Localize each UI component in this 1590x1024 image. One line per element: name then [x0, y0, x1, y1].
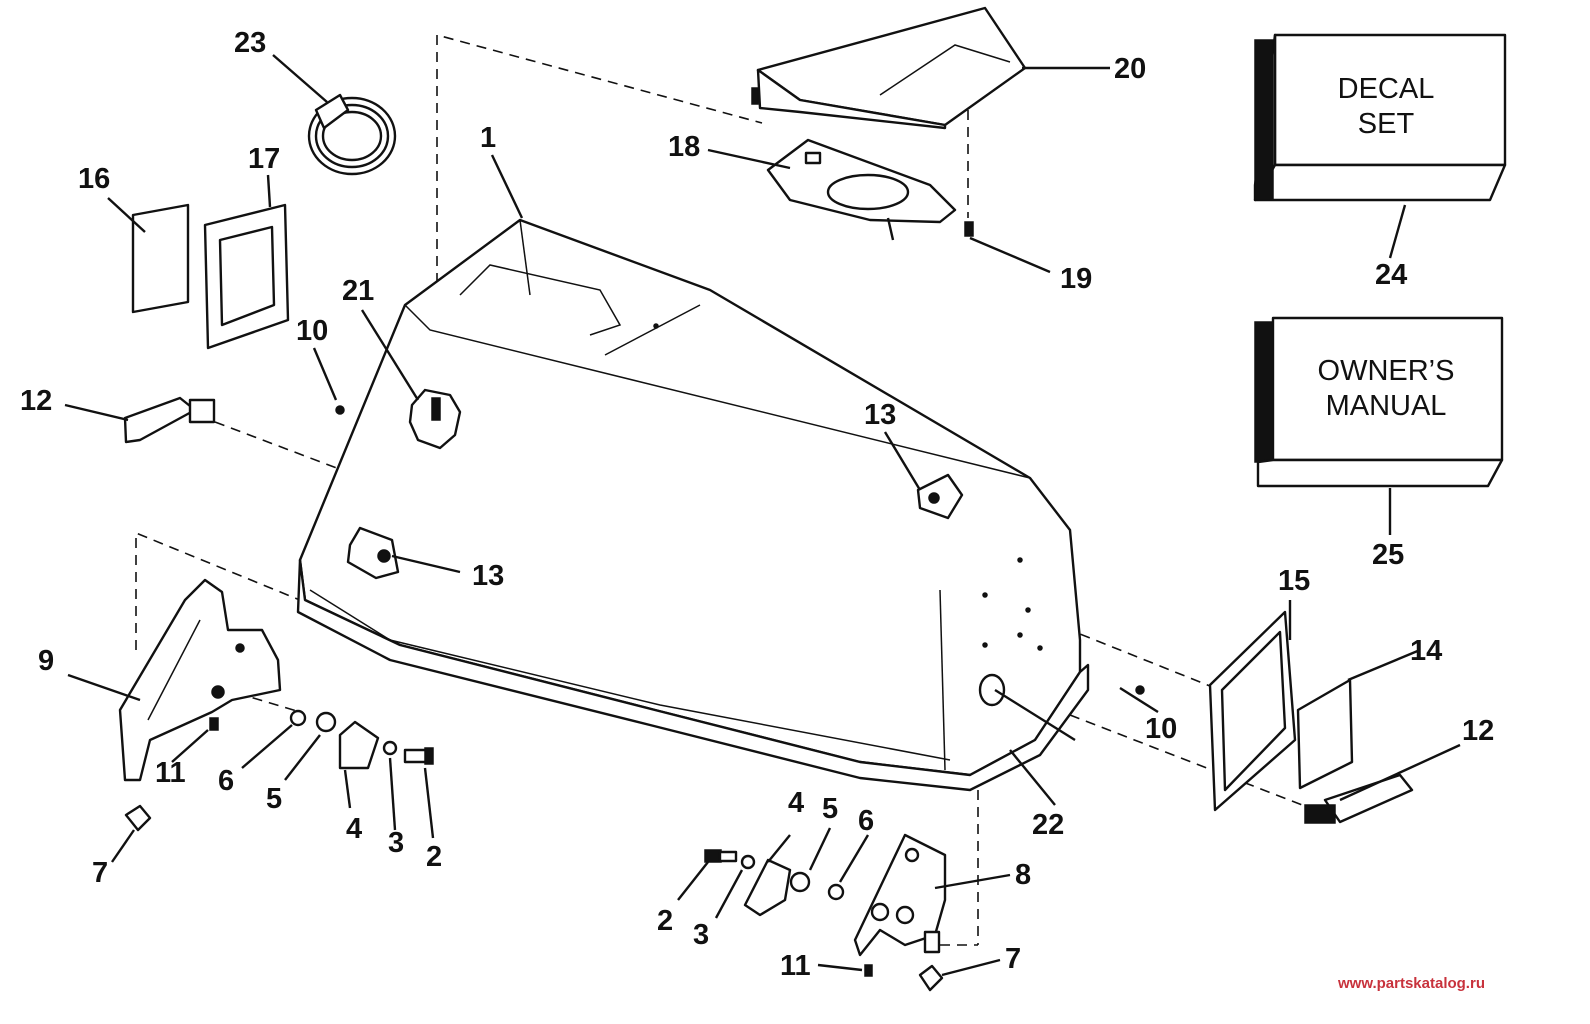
bolt-part-2-right — [704, 849, 738, 863]
callout-9: 9 — [38, 645, 54, 677]
callout-16: 16 — [78, 163, 110, 195]
callout-8: 8 — [1015, 859, 1031, 891]
pin-part-11-right — [864, 964, 873, 977]
callout-3-left: 3 — [388, 827, 404, 859]
callout-21: 21 — [342, 275, 374, 307]
cable-coil-part-23 — [307, 93, 397, 176]
screw-part-10-right — [1135, 685, 1145, 695]
pin-part-11-left — [209, 717, 219, 731]
callout-15: 15 — [1278, 565, 1310, 597]
washer-part-6-left — [289, 709, 307, 727]
callout-7-right: 7 — [1005, 943, 1021, 975]
gasket-part-15 — [1208, 610, 1297, 812]
plate-part-4-right — [743, 858, 792, 917]
callout-14: 14 — [1410, 635, 1442, 667]
callout-2-right: 2 — [657, 905, 673, 937]
callout-11-left: 11 — [155, 757, 186, 789]
callout-20: 20 — [1114, 53, 1146, 85]
callout-12-left: 12 — [20, 385, 52, 417]
decal-part-14 — [1296, 678, 1354, 790]
callout-2-left: 2 — [426, 841, 442, 873]
callout-13-right: 13 — [864, 399, 896, 431]
callout-22: 22 — [1032, 809, 1064, 841]
screw-part-19 — [964, 221, 974, 237]
decal-set-line2: SET — [1358, 108, 1415, 140]
callout-1: 1 — [480, 122, 496, 154]
top-cover-part-20 — [751, 6, 1027, 130]
callout-23: 23 — [234, 27, 266, 59]
owners-manual-line1: OWNER’S — [1318, 355, 1455, 387]
decal-part-16 — [131, 203, 190, 314]
callout-4-right: 4 — [788, 787, 804, 819]
washer-part-3-left — [382, 740, 398, 756]
callout-4-left: 4 — [346, 813, 362, 845]
callout-5-left: 5 — [266, 783, 282, 815]
owners-manual-line2: MANUAL — [1326, 390, 1447, 422]
nut-part-5-right — [789, 871, 811, 893]
callout-5-right: 5 — [822, 793, 838, 825]
callout-17: 17 — [248, 143, 280, 175]
latch-plate-part-13-right — [916, 473, 964, 520]
bracket-part-9 — [118, 578, 282, 782]
callout-18: 18 — [668, 131, 700, 163]
callout-7-left: 7 — [92, 857, 108, 889]
callout-25: 25 — [1372, 539, 1404, 571]
decal-set-box: DECAL SET — [1253, 33, 1507, 202]
callout-13-left: 13 — [472, 560, 504, 592]
callout-24: 24 — [1375, 259, 1407, 291]
callout-numbers: 1 23 16 17 18 20 19 21 10 12 13 13 9 11 … — [20, 27, 1494, 982]
callout-6-left: 6 — [218, 765, 234, 797]
callout-19: 19 — [1060, 263, 1092, 295]
callout-6-right: 6 — [858, 805, 874, 837]
latch-plate-part-13-left — [346, 526, 400, 580]
plate-part-4-left — [338, 720, 380, 770]
owners-manual-box: OWNER’S MANUAL — [1254, 316, 1504, 488]
motor-cover-part-1 — [296, 218, 1090, 792]
seal-frame-part-18 — [766, 138, 957, 241]
callout-10-right: 10 — [1145, 713, 1177, 745]
knob-part-21 — [408, 388, 462, 450]
foot-part-7-right — [918, 964, 944, 992]
callout-11-right: 11 — [780, 950, 811, 982]
latch-handle-part-12-right — [1304, 773, 1414, 824]
washer-part-3-right — [740, 854, 756, 870]
decal-set-line1: DECAL — [1338, 73, 1435, 105]
washer-part-6-right — [827, 883, 845, 901]
callout-3-right: 3 — [693, 919, 709, 951]
nut-part-5-left — [315, 711, 337, 733]
watermark: www.partskatalog.ru — [1337, 975, 1485, 992]
callout-10-left: 10 — [296, 315, 328, 347]
foot-part-7-left — [124, 804, 152, 832]
callout-12-right: 12 — [1462, 715, 1494, 747]
bracket-part-8 — [853, 833, 947, 957]
bolt-part-2-left — [403, 747, 434, 765]
latch-handle-part-12-left — [123, 396, 216, 444]
gasket-part-17 — [203, 203, 290, 350]
screw-part-10-left — [335, 405, 345, 415]
leader-lines — [64, 54, 1461, 977]
side-holes — [653, 323, 1043, 651]
